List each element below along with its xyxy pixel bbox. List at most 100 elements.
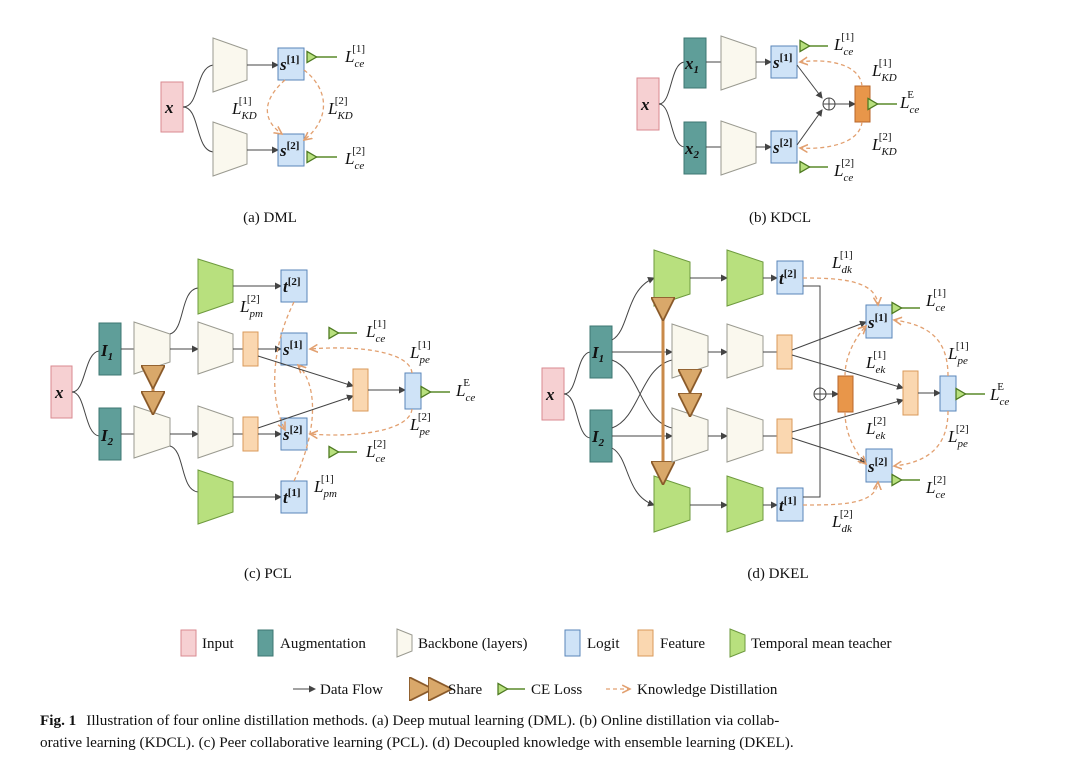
logit: [280, 332, 308, 366]
loss-label: Lpe[2]: [409, 411, 431, 438]
input-label: x: [54, 383, 64, 402]
panel-caption: (b) KDCL: [749, 210, 811, 226]
loss-label: LceE: [899, 89, 919, 116]
kd-line: [800, 61, 863, 87]
loss-label: Lce[2]: [365, 438, 386, 465]
flow: [563, 393, 591, 439]
kd-line: [310, 348, 413, 374]
kd-line: [894, 410, 949, 466]
legend-swatch-teacher: [729, 628, 746, 658]
logit-label: s[1]: [282, 339, 302, 359]
logit: [776, 260, 804, 295]
loss-label: Lpm[2]: [239, 293, 263, 320]
legend: Input Augmentation Backbone (layers) Log…: [180, 628, 892, 698]
loss-label: Lpm[1]: [313, 473, 337, 500]
kd-line: [844, 326, 866, 377]
aug-label: I2: [591, 427, 605, 449]
backbone: [212, 121, 248, 177]
flow: [791, 320, 867, 351]
feature: [242, 416, 259, 452]
flow: [796, 64, 823, 99]
logit-1: [770, 45, 798, 79]
flow: [611, 277, 655, 341]
panel-caption: (d) DKEL: [747, 566, 808, 582]
backbone: [133, 405, 171, 459]
kd-line: [266, 79, 286, 134]
flow: [803, 285, 821, 388]
flow: [257, 355, 354, 388]
logit-label: t[2]: [779, 268, 797, 288]
teacher: [726, 475, 764, 533]
backbone: [197, 405, 234, 459]
legend-label: Feature: [660, 636, 705, 652]
logit-2: [770, 130, 798, 164]
loss-label: Lek[2]: [865, 415, 886, 442]
legend-label: Data Flow: [320, 682, 383, 698]
logit: [776, 487, 804, 522]
logit: [280, 480, 308, 514]
logit-label: s[1]: [867, 312, 887, 332]
kd-line: [802, 277, 878, 305]
loss-label: Lce[2]: [344, 145, 365, 172]
teacher: [197, 469, 234, 525]
flow: [796, 109, 823, 146]
loss-label: LceE: [989, 381, 1009, 408]
flow: [658, 103, 685, 148]
ensemble-logit: [404, 372, 422, 410]
loss-label: Lce[1]: [365, 318, 386, 345]
loss-label: Lce[1]: [344, 43, 365, 70]
teacher: [726, 249, 764, 307]
logit-label: s[2]: [867, 456, 887, 476]
logit-label: s[1]: [279, 54, 299, 74]
backbone: [197, 321, 234, 375]
aug-label: I1: [100, 341, 113, 363]
flow: [182, 64, 214, 108]
backbone: [671, 323, 709, 379]
caption-line-2: orative learning (KDCL). (c) Peer collab…: [40, 734, 794, 751]
loss-label: LKD[2]: [871, 131, 897, 158]
loss-label: LKD[1]: [231, 95, 257, 122]
kd-line: [304, 69, 325, 140]
teacher: [653, 475, 691, 533]
panel-dkel: x I1 I2 t[2] t[1]: [541, 249, 1009, 582]
loss-label: LceE: [455, 377, 475, 404]
panel-caption: (a) DML: [243, 210, 297, 226]
feature: [242, 331, 259, 367]
legend-swatch-input: [180, 629, 197, 657]
loss-label: LKD[1]: [871, 57, 897, 84]
legend-label: Logit: [587, 636, 620, 652]
kd-line: [274, 301, 295, 430]
logit: [280, 269, 308, 303]
feature: [902, 370, 919, 416]
kd-line: [802, 482, 878, 506]
teacher: [197, 258, 234, 315]
flow: [71, 350, 100, 393]
panel-dml: x s[1] s[2] Lce[1] Lce[2] LKD[1] LKD[2] …: [160, 37, 365, 226]
aug-label: x1: [684, 54, 699, 76]
logit: [865, 448, 893, 483]
logit: [865, 304, 893, 339]
logit-label: t[2]: [283, 276, 301, 296]
logit-label: t[1]: [779, 495, 797, 515]
panel-caption: (c) PCL: [244, 566, 292, 582]
backbone: [671, 407, 709, 463]
legend-label: Augmentation: [280, 636, 366, 652]
backbone: [133, 321, 171, 375]
loss-label: Lce[2]: [833, 157, 854, 184]
flow: [182, 106, 214, 153]
backbone: [726, 407, 764, 463]
logit-label: s[2]: [279, 140, 299, 160]
legend-swatch-feature: [637, 629, 654, 657]
loss-label: Lce[2]: [925, 474, 946, 501]
flow: [791, 354, 904, 390]
panel-pcl: x I1 I2 t[2] s[1] s[2] t[1]: [50, 258, 475, 582]
input-label: x: [640, 95, 650, 114]
legend-swatch-backbone: [396, 628, 413, 658]
aug-label: I2: [100, 426, 114, 448]
flow: [611, 447, 655, 507]
legend-swatch-logit: [564, 629, 581, 657]
backbone: [720, 35, 757, 91]
